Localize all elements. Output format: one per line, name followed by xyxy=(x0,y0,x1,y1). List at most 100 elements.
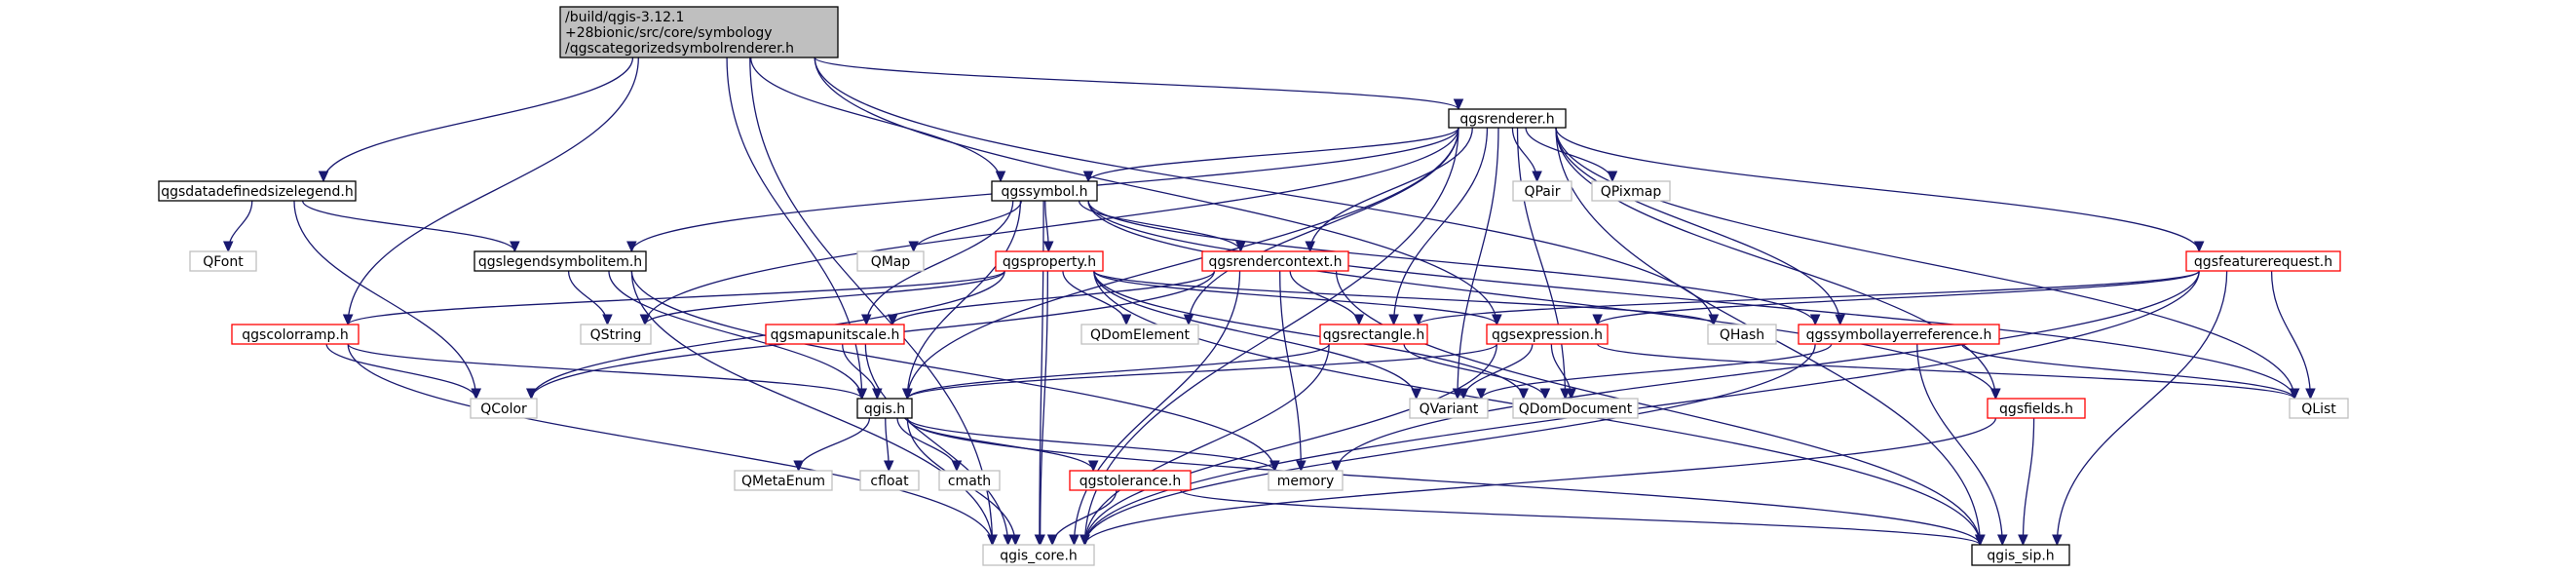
node-label: QFont xyxy=(203,254,244,270)
arrowhead xyxy=(1296,460,1307,473)
edge-qgsrenderer-to-QDomElement xyxy=(1183,127,1459,326)
edge-qgsproperty-to-QString xyxy=(639,270,1005,326)
node-qfont: QFont xyxy=(189,250,257,272)
arrowhead xyxy=(995,171,1006,183)
edge-line xyxy=(797,417,871,472)
node-box xyxy=(1591,180,1671,202)
edge-line xyxy=(749,57,994,546)
node-label: QPair xyxy=(1524,184,1560,200)
edge-qgsrenderer-to-qgssymbollayerreference xyxy=(1555,127,1845,326)
edge-line xyxy=(347,57,639,325)
edge-qgscolorramp-to-QColor xyxy=(325,343,481,401)
node-qgsrectangle[interactable]: qgsrectangle.h xyxy=(1319,324,1428,345)
arrowhead xyxy=(856,388,867,401)
node-qgsfields[interactable]: qgsfields.h xyxy=(1987,398,2086,419)
edge-line xyxy=(2022,417,2035,546)
edge-qgsfeaturerequest-to-memory xyxy=(1331,270,2200,473)
node-qgis-sip[interactable]: qgis_sip.h xyxy=(1971,544,2070,566)
arrowhead xyxy=(872,388,883,401)
node-qgis[interactable]: qgis.h xyxy=(856,398,913,419)
arrowhead xyxy=(1413,314,1424,326)
edge-root-to-QHash xyxy=(814,57,1720,326)
edge-qgssymbollayerreference-to-QList xyxy=(1961,343,2300,401)
edge-line xyxy=(1555,127,2295,400)
node-root[interactable]: /build/qgis-3.12.1+28bionic/src/core/sym… xyxy=(559,6,839,58)
node-qgssymbollayerreference[interactable]: qgssymbollayerreference.h xyxy=(1798,324,2000,345)
node-qgsdatadefinedsizelegend[interactable]: qgsdatadefinedsizelegend.h xyxy=(158,180,357,202)
edge-qgsrenderer-to-QDomDocument xyxy=(1516,127,1571,401)
node-label: qgsexpression.h xyxy=(1492,327,1603,343)
arrowhead xyxy=(1042,241,1054,253)
node-label: qgis.h xyxy=(864,402,905,417)
edge-line xyxy=(864,343,1009,546)
edge-line xyxy=(891,270,1216,325)
node-qgsrenderer[interactable]: qgsrenderer.h xyxy=(1448,108,1567,129)
edge-line xyxy=(347,343,994,546)
node-qgscolorramp[interactable]: qgscolorramp.h xyxy=(231,324,360,345)
node-box xyxy=(938,470,1001,491)
edge-line xyxy=(1078,200,1242,252)
edge-line xyxy=(1961,343,2295,400)
edge-line xyxy=(1392,127,1489,325)
edge-line xyxy=(1555,127,1996,400)
arrowhead xyxy=(1975,534,1986,547)
node-qgsexpression[interactable]: qgsexpression.h xyxy=(1486,324,1609,345)
edge-qgsrenderer-to-qgsrendercontext xyxy=(1305,127,1473,253)
node-label: qgis_sip.h xyxy=(1987,549,2054,564)
edge-line xyxy=(1516,127,1567,400)
edge-qgis-to-QMetaEnum xyxy=(793,417,871,473)
arrowhead xyxy=(883,460,894,473)
node-box xyxy=(580,324,652,345)
node-box xyxy=(1971,544,2070,566)
edge-qgsproperty-to-QHash xyxy=(1093,270,1720,326)
arrowhead xyxy=(1388,314,1399,326)
edge-qgsproperty-to-qgsexpression xyxy=(1093,270,1502,326)
arrowhead xyxy=(1305,241,1315,253)
edge-line xyxy=(1336,270,2200,472)
edge-line xyxy=(325,343,477,400)
arrowhead xyxy=(1539,388,1551,401)
edge-line xyxy=(630,270,994,546)
edge-qgstolerance-to-qgis_sip xyxy=(1180,489,1986,547)
edge-qgsexpression-to-QVariant xyxy=(1458,343,1534,401)
node-qgsmapunitscale[interactable]: qgsmapunitscale.h xyxy=(765,324,905,345)
node-label: qgsproperty.h xyxy=(1003,254,1096,270)
node-label: cfloat xyxy=(870,474,909,489)
node-box xyxy=(1512,398,1639,419)
node-qgstolerance[interactable]: qgstolerance.h xyxy=(1069,470,1192,491)
node-qgslegendsymbolitem[interactable]: qgslegendsymbolitem.h xyxy=(474,250,647,272)
node-label: /build/qgis-3.12.1 xyxy=(565,10,684,25)
arrowhead xyxy=(2018,534,2028,547)
edge-qgssymbol-to-QList xyxy=(1087,200,2300,401)
node-qgssymbol[interactable]: qgssymbol.h xyxy=(991,180,1098,202)
edge-line xyxy=(1309,127,1473,252)
node-label: QMap xyxy=(871,254,911,270)
node-label: qgsdatadefinedsizelegend.h xyxy=(161,184,354,200)
node-label: QMetaEnum xyxy=(741,474,825,489)
node-qpixmap: QPixmap xyxy=(1591,180,1671,202)
node-qvariant: QVariant xyxy=(1409,398,1489,419)
edge-line xyxy=(1083,343,1816,546)
node-qhash: QHash xyxy=(1707,324,1777,345)
node-box xyxy=(158,180,357,202)
edge-qgsdatadefinedsizelegend-to-qgslegendsymbolitem xyxy=(302,200,520,253)
node-box xyxy=(231,324,360,345)
arrowhead xyxy=(1120,314,1132,326)
edge-line xyxy=(347,343,863,400)
arrowhead xyxy=(1990,388,2001,401)
edge-line xyxy=(1087,127,1459,182)
node-box xyxy=(1319,324,1428,345)
node-qgsproperty[interactable]: qgsproperty.h xyxy=(995,250,1104,272)
node-box xyxy=(1080,324,1199,345)
node-qgsrendercontext[interactable]: qgsrendercontext.h xyxy=(1201,250,1349,272)
node-box xyxy=(1069,470,1192,491)
node-qdomdocument: QDomDocument xyxy=(1512,398,1639,419)
edge-line xyxy=(293,200,477,400)
node-box xyxy=(1409,398,1489,419)
arrowhead xyxy=(1003,534,1013,547)
node-label: qgsrectangle.h xyxy=(1323,327,1424,343)
node-qgsfeaturerequest[interactable]: qgsfeaturerequest.h xyxy=(2185,250,2341,272)
node-box xyxy=(765,324,905,345)
node-label: qgssymbollayerreference.h xyxy=(1806,327,1992,343)
edge-qgsrenderer-to-qgssymbol xyxy=(1082,127,1459,183)
